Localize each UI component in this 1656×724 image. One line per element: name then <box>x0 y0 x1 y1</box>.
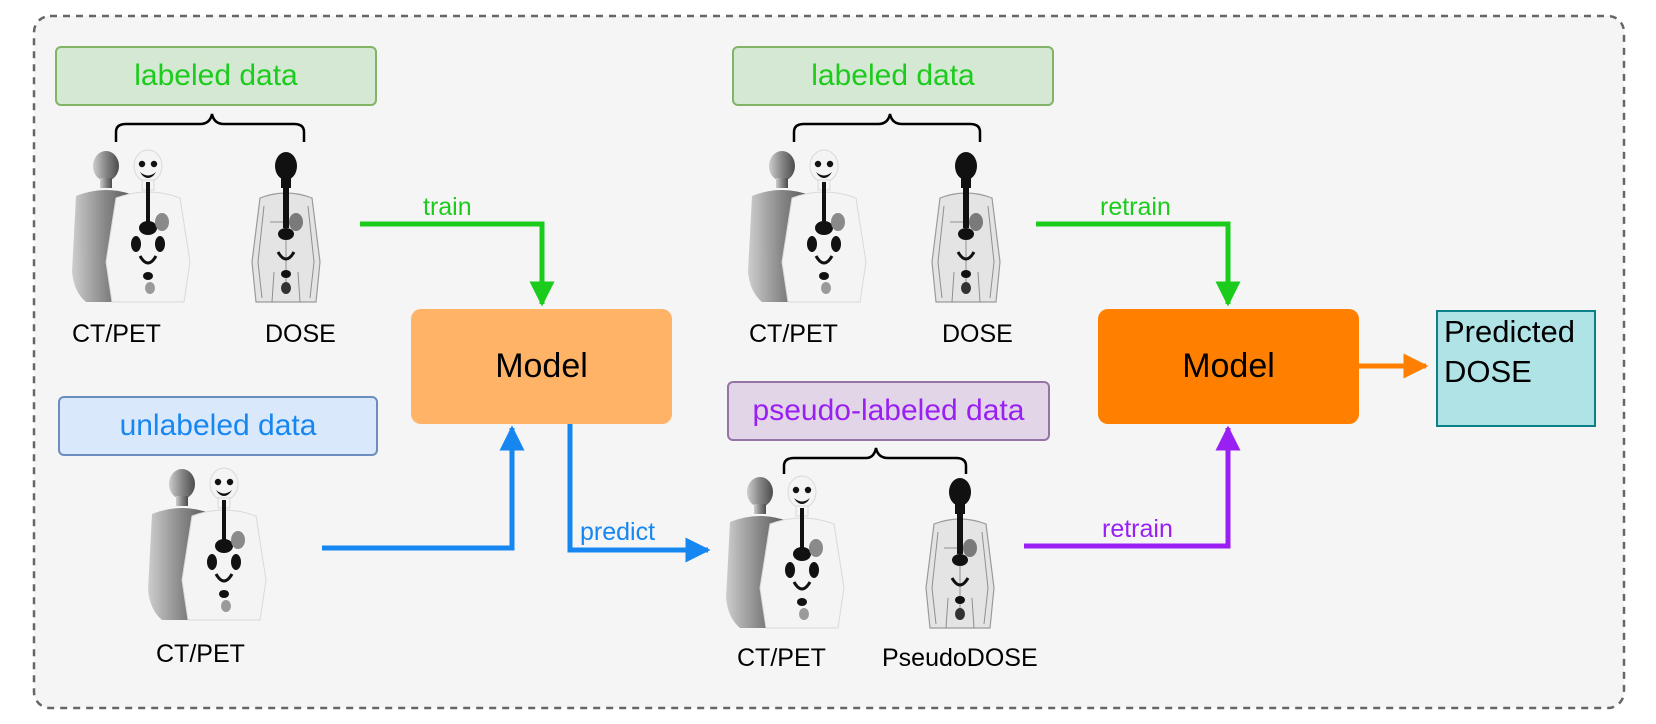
edge-label-predict: predict <box>580 518 656 546</box>
caption-ctpet-pseudo: CT/PET <box>737 644 826 672</box>
retrain-top-arrow <box>1036 221 1241 307</box>
model-box-initial: Model <box>411 309 672 424</box>
retrain-bottom-arrow <box>1024 425 1241 549</box>
edge-label-train: train <box>423 193 472 221</box>
labeled-data-box-right: labeled data <box>732 46 1054 106</box>
labeled-data-label-left: labeled data <box>134 59 298 92</box>
unlabeled-to-model-arrow <box>322 425 525 551</box>
edge-label-retrain-top: retrain <box>1100 193 1171 221</box>
predicted-dose-box: Predicted DOSE <box>1436 310 1596 427</box>
unlabeled-data-label: unlabeled data <box>119 409 317 442</box>
predicted-dose-line1: Predicted <box>1444 314 1575 349</box>
model-label-retrained: Model <box>1182 347 1275 385</box>
caption-pseudodose: PseudoDOSE <box>882 644 1038 672</box>
unlabeled-data-box: unlabeled data <box>58 396 378 456</box>
edge-label-retrain-bottom: retrain <box>1102 515 1173 543</box>
brace-pseudo-labeled <box>782 447 968 474</box>
model-box-retrained: Model <box>1098 309 1359 424</box>
caption-ctpet-right: CT/PET <box>749 320 838 348</box>
caption-ctpet-left: CT/PET <box>72 320 161 348</box>
predicted-dose-line2: DOSE <box>1444 354 1532 389</box>
caption-dose-left: DOSE <box>265 320 336 348</box>
pseudo-labeled-data-box: pseudo-labeled data <box>727 381 1050 441</box>
labeled-data-box-left: labeled data <box>55 46 377 106</box>
brace-left-labeled <box>114 113 306 142</box>
model-label-initial: Model <box>495 347 588 385</box>
predict-arrow <box>567 422 711 563</box>
brace-right-labeled <box>792 113 982 142</box>
pseudo-labeled-data-label: pseudo-labeled data <box>752 394 1025 427</box>
caption-ctpet-unlabeled: CT/PET <box>156 640 245 668</box>
train-arrow <box>360 221 555 307</box>
caption-dose-right: DOSE <box>942 320 1013 348</box>
labeled-data-label-right: labeled data <box>811 59 975 92</box>
